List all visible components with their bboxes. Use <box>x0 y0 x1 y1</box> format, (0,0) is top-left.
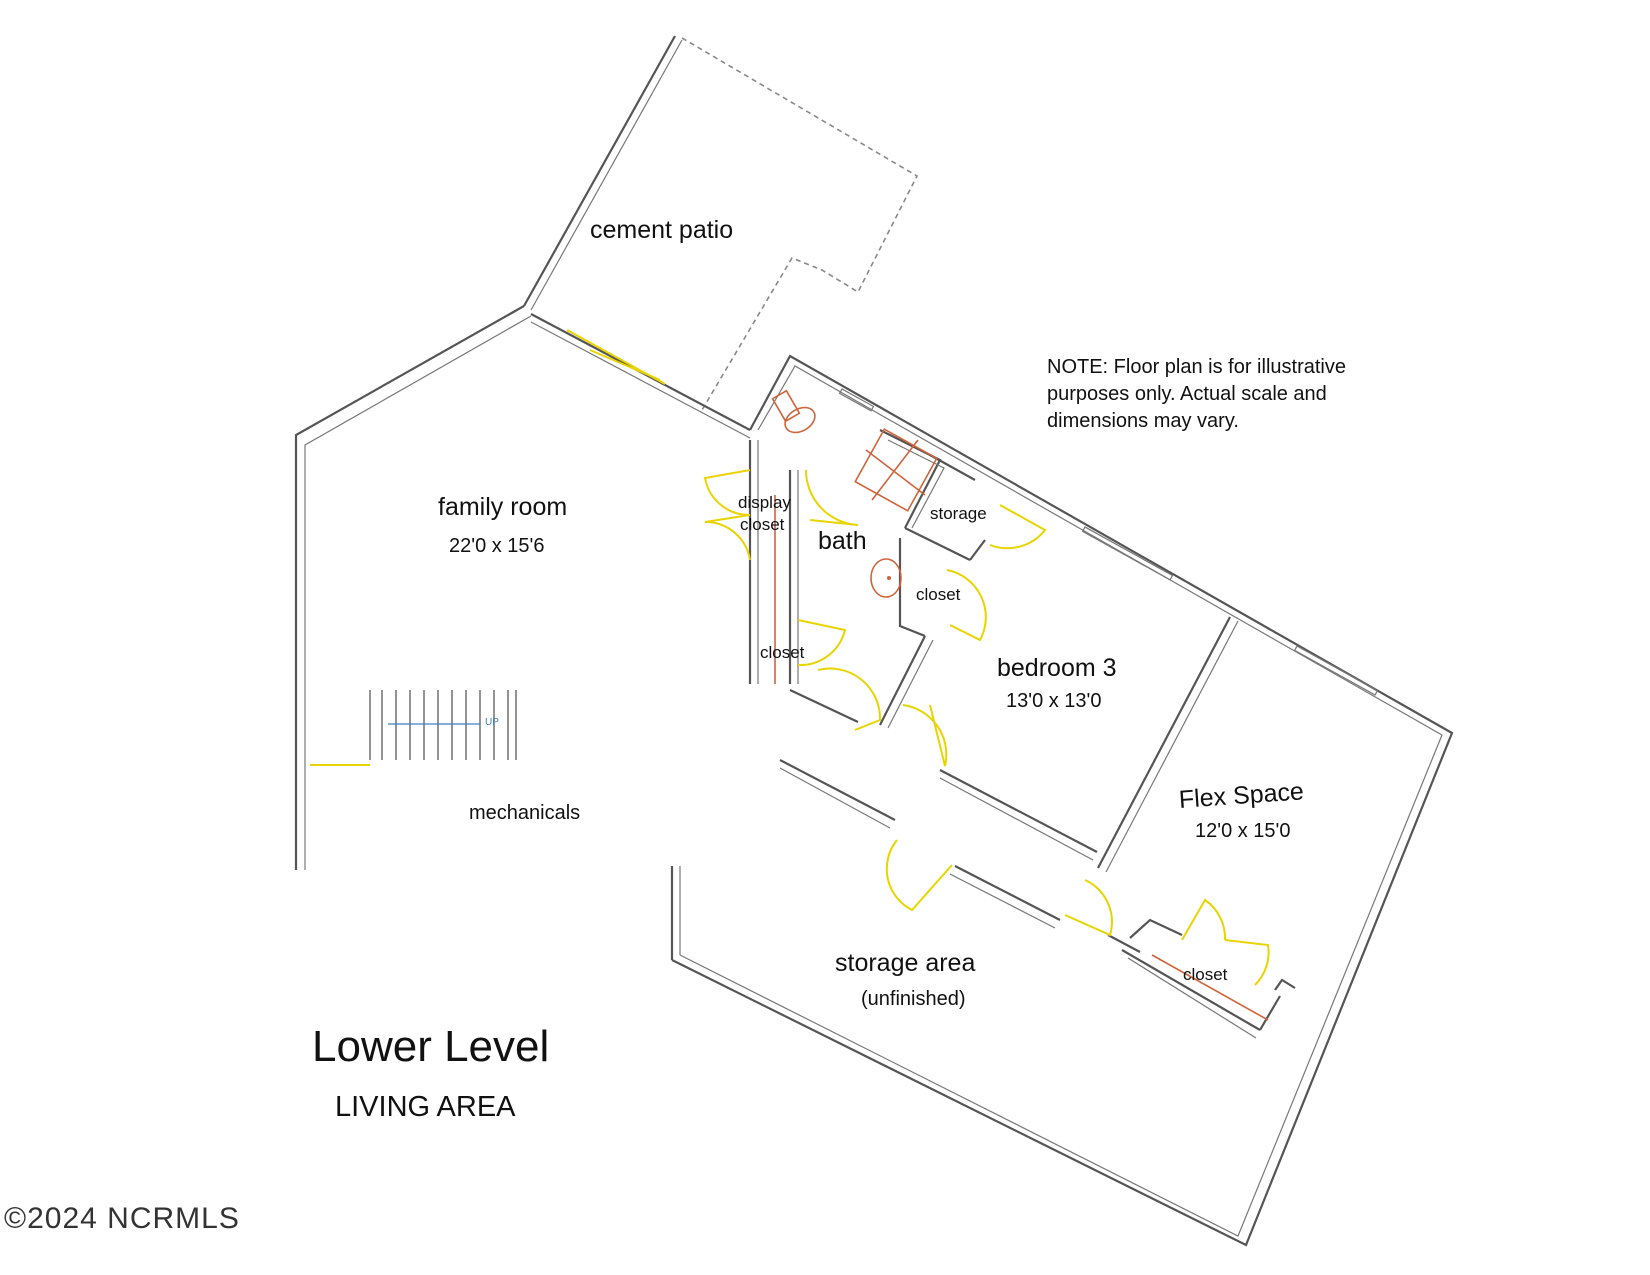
door-swings <box>310 469 1270 986</box>
storage-area-label: storage area <box>835 949 976 977</box>
family-room-label: family room <box>438 493 568 521</box>
bedroom3-label: bedroom 3 <box>997 654 1117 682</box>
level-title: Lower Level <box>312 1022 550 1071</box>
display-closet-label-line1: display <box>738 493 791 512</box>
family-room-dimensions: 22'0 x 15'6 <box>449 535 545 557</box>
windows <box>838 388 1379 696</box>
display-closet-label-line2: closet <box>740 515 785 534</box>
hall-closet-label: closet <box>760 643 805 662</box>
mechanicals-label: mechanicals <box>469 802 581 824</box>
bath-fixtures <box>771 389 1269 1021</box>
bath-label: bath <box>818 527 867 555</box>
staircase <box>369 690 517 760</box>
bath-closet-label: closet <box>916 585 961 604</box>
storage-area-sublabel: (unfinished) <box>861 988 966 1010</box>
stair-up-label: UP <box>485 717 499 728</box>
copyright-watermark: ©2024 NCRMLS <box>4 1202 240 1235</box>
level-subtitle: LIVING AREA <box>335 1091 516 1123</box>
flex-space-dimensions: 12'0 x 15'0 <box>1195 820 1291 842</box>
interior-walls <box>748 429 1296 1039</box>
disclaimer-note: NOTE: Floor plan is for illustrative pur… <box>1047 356 1346 432</box>
bedroom3-dimensions: 13'0 x 13'0 <box>1006 690 1102 712</box>
flex-closet-label: closet <box>1183 965 1228 984</box>
storage-label: storage <box>930 504 987 523</box>
patio-label: cement patio <box>590 216 734 244</box>
patio-outline <box>523 35 919 411</box>
